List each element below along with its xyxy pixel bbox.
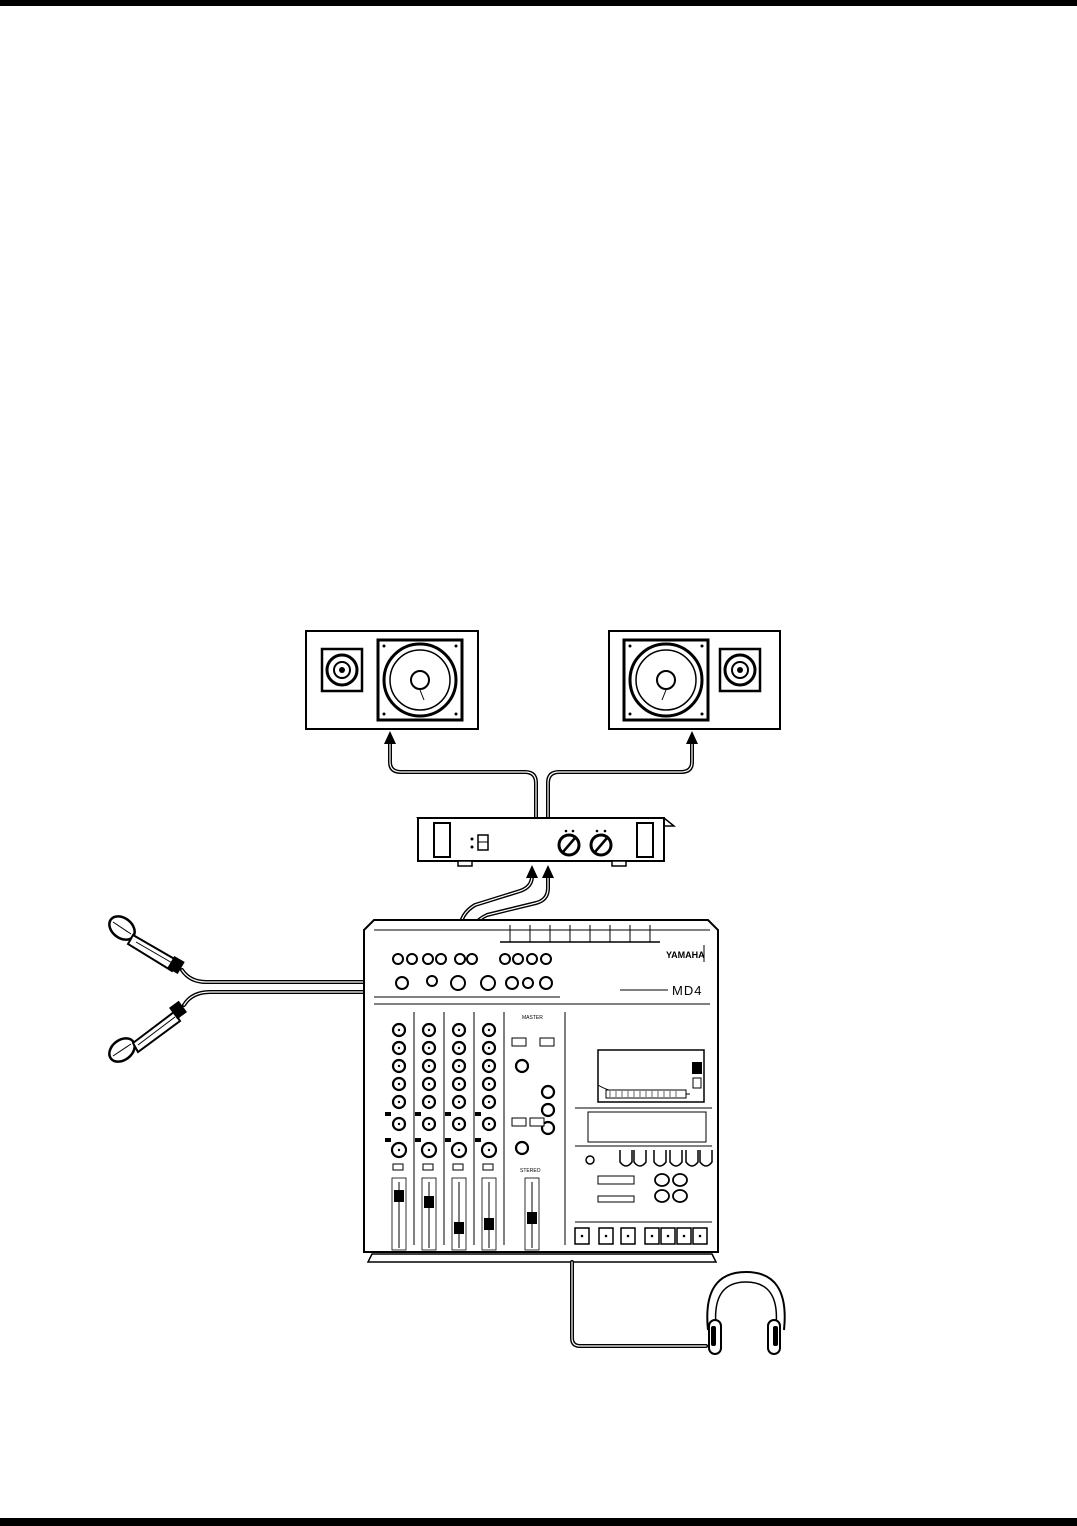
mixer-recorder: YAMAHA MD4 MASTER STEREO xyxy=(364,920,718,1262)
headphone-cable xyxy=(572,1262,706,1346)
speaker-arrows xyxy=(384,731,698,744)
power-amplifier xyxy=(418,818,674,866)
headphones xyxy=(707,1272,784,1354)
left-monitor-speaker xyxy=(306,631,478,729)
right-monitor-speaker xyxy=(609,631,780,729)
mixer-brand-label: YAMAHA xyxy=(666,950,705,960)
page-bottom-rule xyxy=(0,1518,1077,1526)
stereo-section-label: STEREO xyxy=(520,1168,541,1174)
speaker-cables xyxy=(390,742,692,818)
master-section-label: MASTER xyxy=(522,1015,543,1021)
microphone-bottom xyxy=(105,1001,187,1067)
microphone-top xyxy=(105,912,185,975)
mixer-model-label: MD4 xyxy=(672,983,702,998)
amp-input-arrows xyxy=(526,865,554,878)
